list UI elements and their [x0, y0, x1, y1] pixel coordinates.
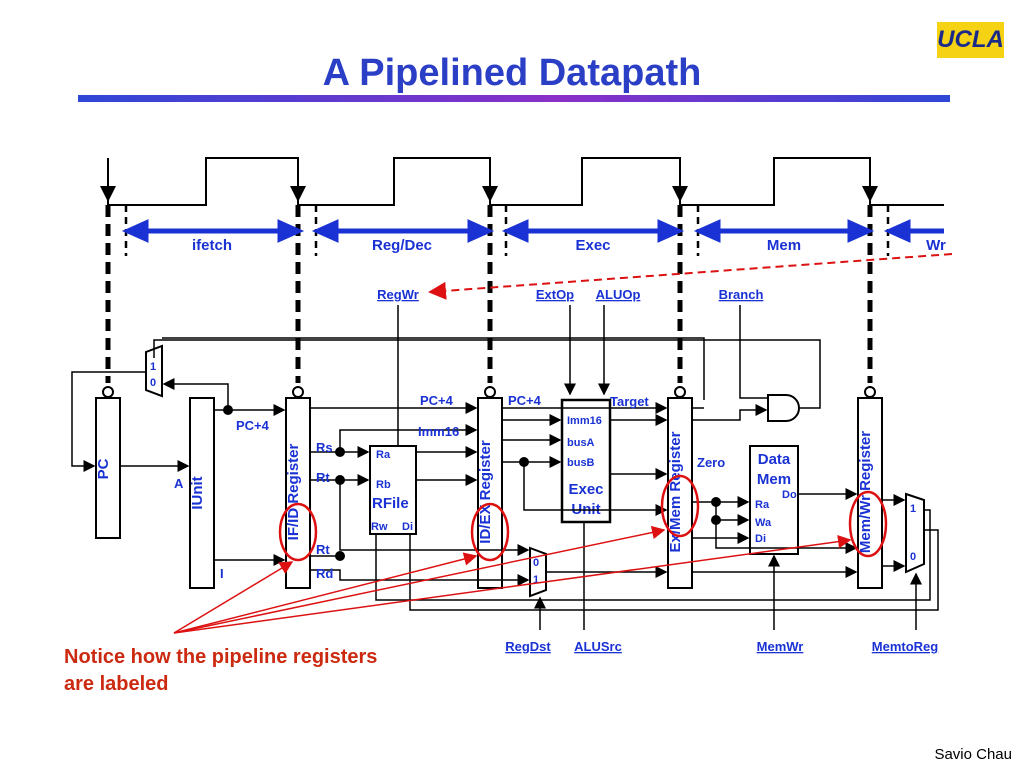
- label-pc4-2: PC+4: [420, 393, 454, 408]
- pc-mux-1: 1: [150, 361, 156, 373]
- label-imm16: Imm16: [418, 424, 459, 439]
- title-underline: [78, 95, 950, 102]
- notice-line-2: are labeled: [64, 673, 169, 695]
- label-rt-1: Rt: [316, 470, 330, 485]
- register-clock-lines: [105, 205, 873, 383]
- idex-register-label: ID/EX Register: [477, 440, 494, 544]
- signal-memtoreg: MemtoReg: [872, 639, 939, 654]
- signal-aluop: ALUOp: [596, 287, 641, 302]
- label-rt-2: Rt: [316, 542, 330, 557]
- memtoreg-mux-1: 1: [910, 503, 916, 515]
- pc-mux-0: 0: [150, 377, 156, 389]
- clock-waveform: [100, 157, 944, 206]
- stage-wr: Wr: [926, 237, 946, 254]
- datamem-do: Do: [782, 489, 797, 501]
- notice-arrows: [173, 525, 852, 634]
- exmem-register-label: Ex/Mem Register: [667, 431, 684, 552]
- ifid-register-label: IF/ID Register: [285, 443, 302, 540]
- datamem-label-2: Mem: [757, 471, 791, 488]
- signal-regwr: RegWr: [377, 287, 419, 302]
- label-zero: Zero: [697, 455, 725, 470]
- label-rd: Rd: [316, 566, 333, 581]
- signal-memwr: MemWr: [757, 639, 804, 654]
- label-target: Target: [610, 394, 649, 409]
- label-i: I: [220, 566, 224, 581]
- label-rs: Rs: [316, 440, 333, 455]
- signal-extop: ExtOp: [536, 287, 574, 302]
- stage-mem: Mem: [767, 237, 801, 254]
- rfile-rb: Rb: [376, 479, 391, 491]
- stage-regdec: Reg/Dec: [372, 237, 432, 254]
- pc-label: PC: [95, 458, 112, 479]
- notice-text: Notice how the pipeline registers are la…: [64, 644, 444, 698]
- pc-mux: [145, 344, 163, 398]
- label-pc4-3: PC+4: [508, 393, 542, 408]
- datamem-ra: Ra: [755, 499, 770, 511]
- memtoreg-mux: [905, 492, 925, 574]
- rfile-ra: Ra: [376, 449, 391, 461]
- clock-inputs: [102, 386, 876, 398]
- slide-title: A Pipelined Datapath: [322, 52, 702, 94]
- rfile-block: [369, 445, 417, 535]
- stage-ifetch: ifetch: [192, 237, 232, 254]
- rfile-rw: Rw: [371, 521, 388, 533]
- branch-and-gate: [767, 394, 800, 422]
- register-highlights: [278, 474, 888, 562]
- stage-exec: Exec: [575, 237, 610, 254]
- datamem-di: Di: [755, 533, 766, 545]
- pc-register: [95, 397, 121, 539]
- author-credit: Savio Chau: [934, 746, 1012, 763]
- ucla-logo: UCLA: [937, 22, 1004, 58]
- label-pc4-1: PC+4: [236, 418, 270, 433]
- notice-line-1: Notice how the pipeline registers: [64, 646, 378, 668]
- exec-busb: busB: [567, 457, 595, 469]
- label-a: A: [174, 476, 184, 491]
- regwr-delay-arrow: [428, 253, 953, 300]
- signal-branch: Branch: [719, 287, 764, 302]
- iunit-label: IUnit: [189, 476, 206, 509]
- datamem-label-1: Data: [758, 451, 791, 468]
- rfile-label: RFile: [372, 495, 409, 512]
- wire-junctions: [223, 405, 721, 561]
- exec-busa: busA: [567, 437, 595, 449]
- exec-label-1: Exec: [568, 481, 603, 498]
- iunit-block: [189, 397, 215, 589]
- data-memory-block: [749, 445, 799, 555]
- datamem-wa: Wa: [755, 517, 772, 529]
- stage-arrows: [121, 219, 944, 243]
- exec-unit-block: [560, 398, 612, 524]
- regdst-mux-1: 1: [533, 574, 539, 586]
- memtoreg-mux-0: 0: [910, 551, 916, 563]
- exec-imm16: Imm16: [567, 415, 602, 427]
- exmem-register: [667, 397, 693, 589]
- signal-regdst: RegDst: [505, 639, 551, 654]
- regdst-mux-0: 0: [533, 557, 539, 569]
- rfile-di: Di: [402, 521, 413, 533]
- signal-alusrc: ALUSrc: [574, 639, 622, 654]
